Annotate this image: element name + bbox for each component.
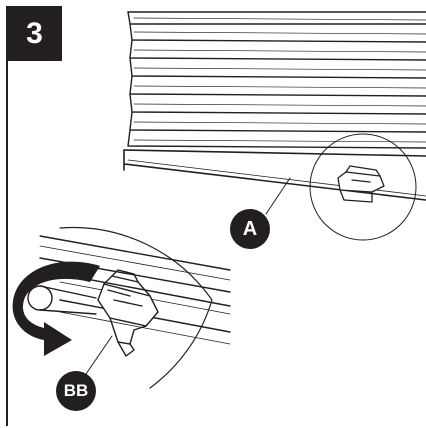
bottom-rail (123, 149, 426, 201)
leader-line-bb (85, 335, 113, 375)
leader-line-a (265, 177, 291, 215)
clip-upper (337, 165, 385, 203)
figure-frame-left-edge (6, 6, 8, 426)
detail-lower-content (39, 235, 231, 357)
detail-circle-lower (59, 226, 213, 389)
callout-label-bb: BB (56, 371, 96, 411)
detail-circle-upper (309, 133, 417, 241)
step-number-badge: 3 (7, 6, 62, 61)
callout-label-a: A (230, 209, 270, 249)
rotate-counterclockwise-arrow-icon (12, 261, 100, 356)
rod-handle (27, 285, 97, 315)
pleated-blind-fabric (127, 11, 426, 149)
